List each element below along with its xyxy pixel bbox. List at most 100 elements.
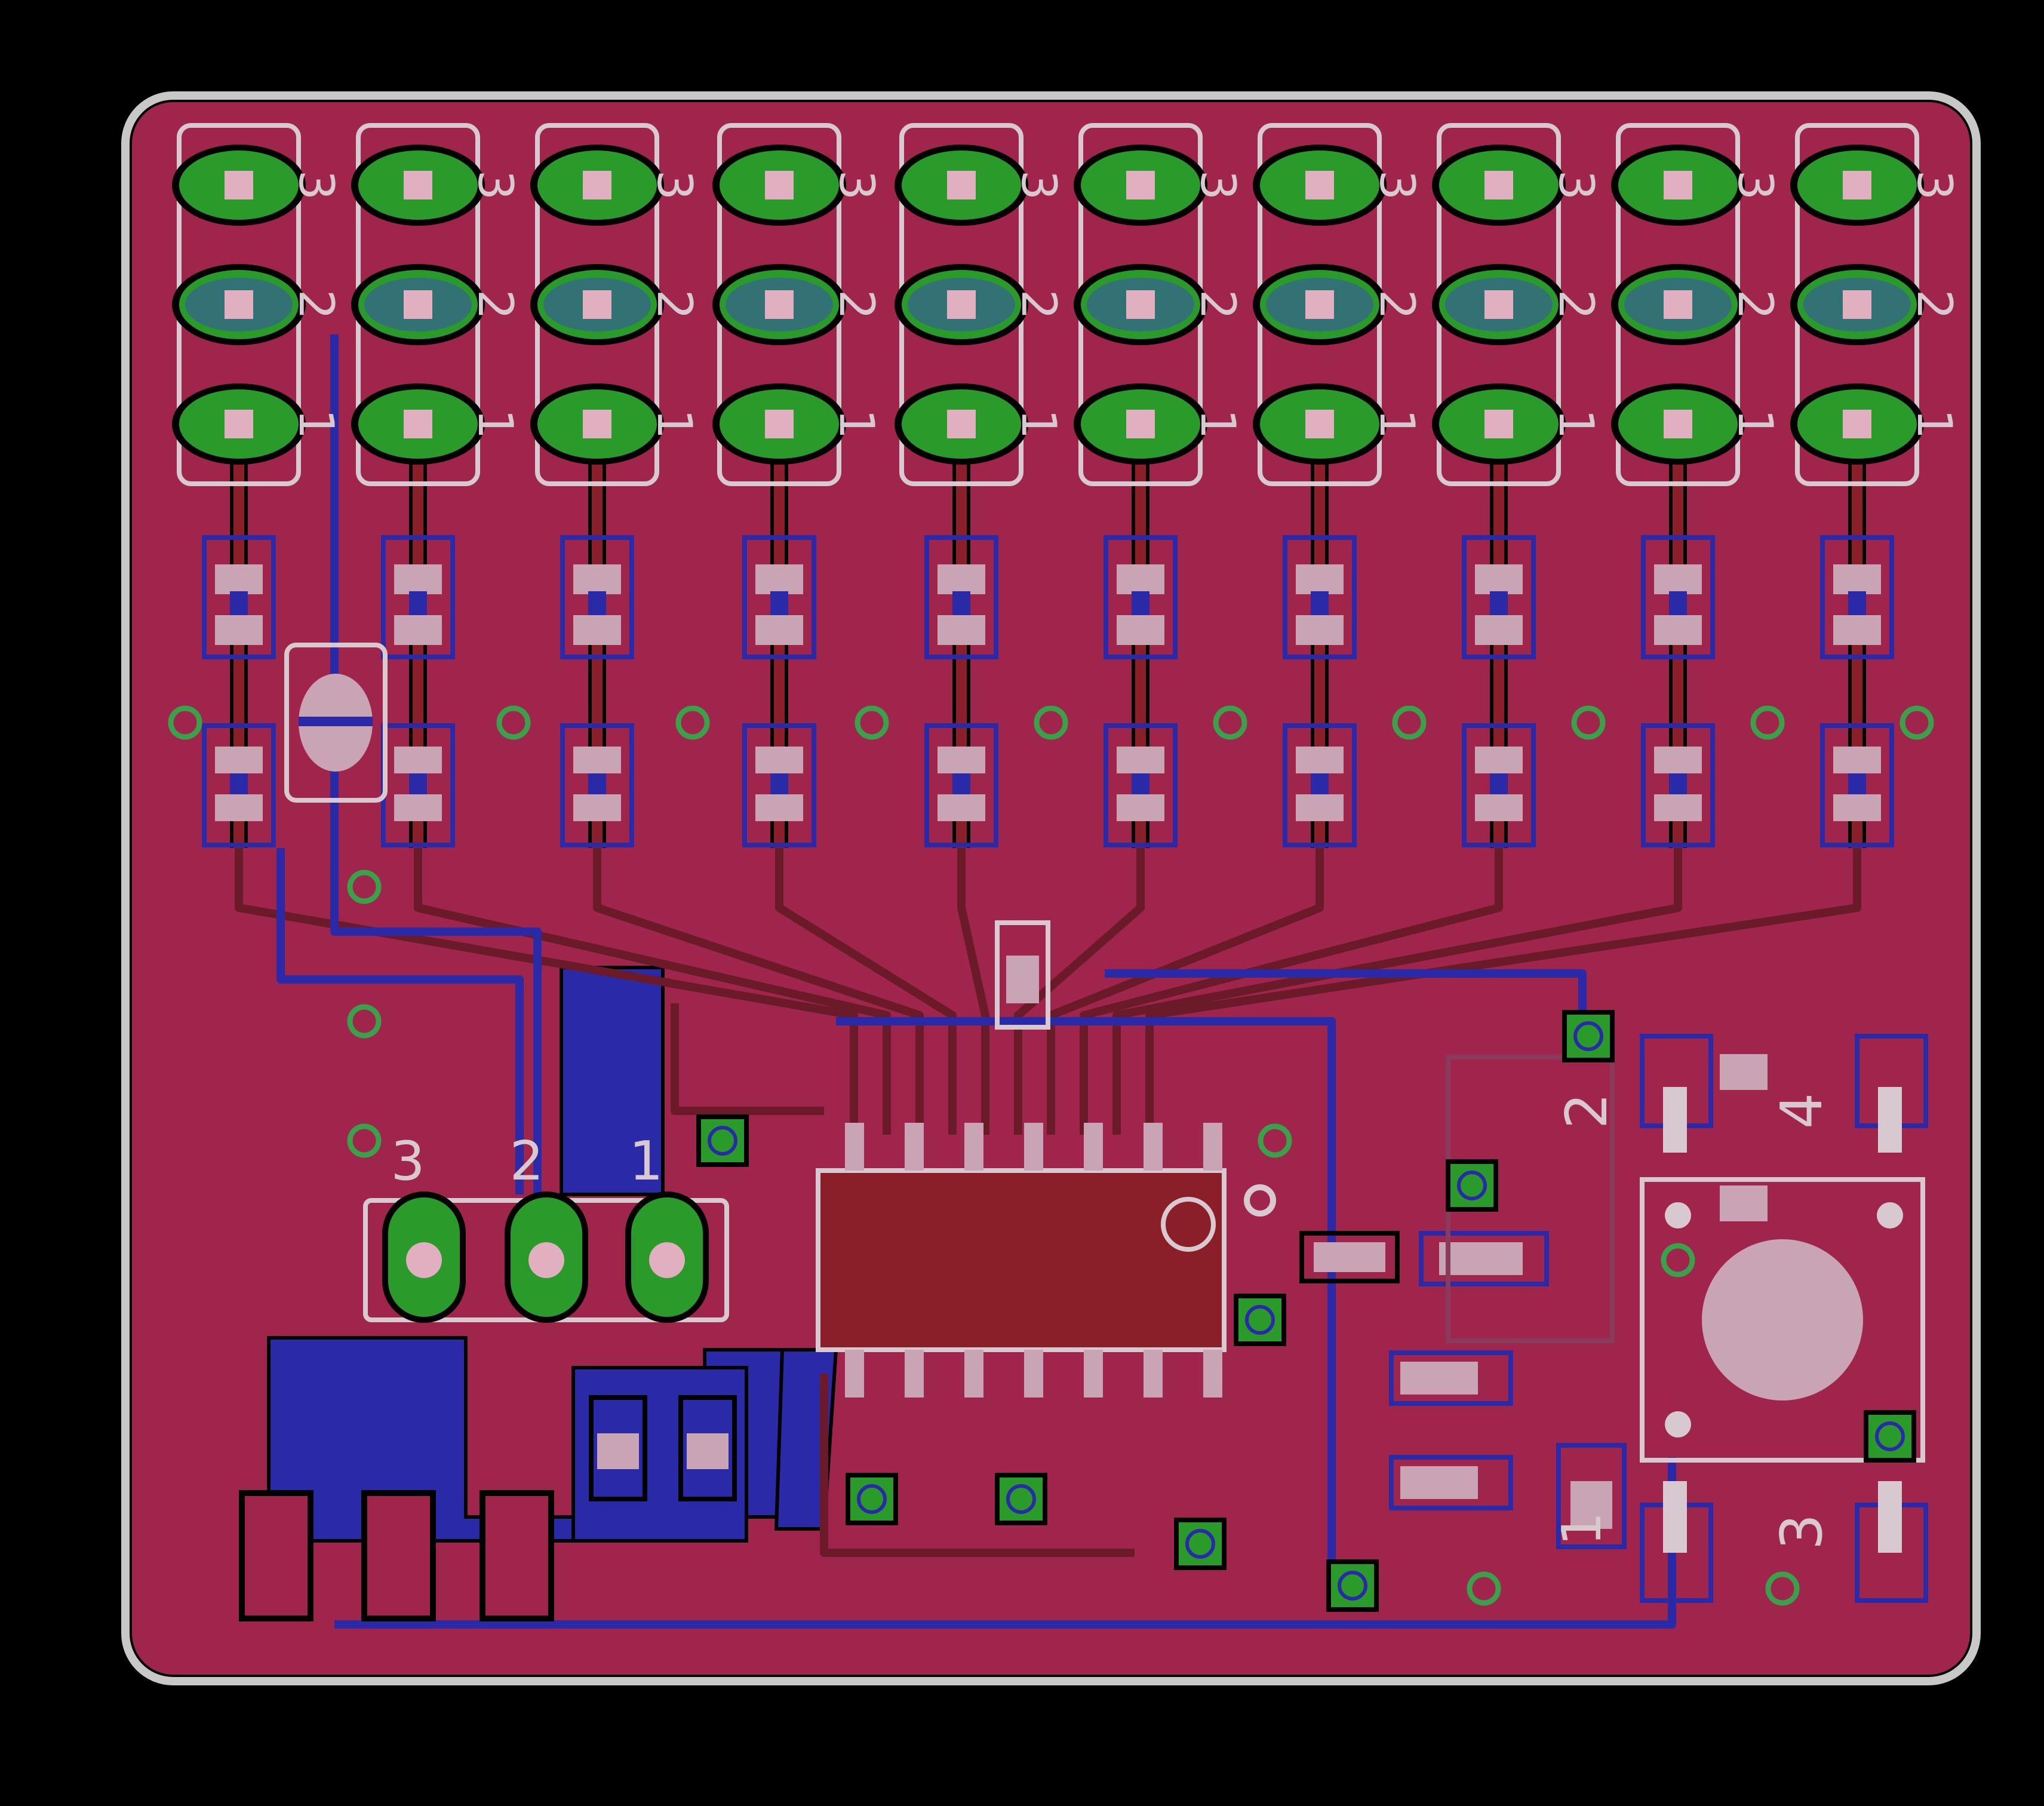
resistor-pad-bottom (1475, 615, 1523, 645)
resistor-pad-top (1296, 564, 1344, 594)
led-pad-bottom (938, 794, 985, 821)
resistor-body (1490, 591, 1508, 615)
led-outline (1283, 723, 1357, 847)
right-resistors (1299, 1231, 1627, 1549)
resistor-outline (924, 535, 998, 659)
resistor-outline (1104, 535, 1178, 659)
led-pad-top (1475, 747, 1523, 773)
pad-drill (1664, 290, 1692, 319)
ic-pin-top (964, 1123, 983, 1171)
pad-drill (1843, 290, 1871, 319)
led-body (1848, 773, 1866, 794)
fan-trace (775, 848, 957, 1135)
bottom-smd-pads (239, 1490, 554, 1621)
via (1661, 1243, 1695, 1277)
resistor-pad-top (1833, 564, 1881, 594)
resistor-pad-top (755, 564, 803, 594)
resistor-body (230, 591, 248, 615)
smd-column-8 (1462, 535, 1536, 847)
via (347, 1123, 382, 1158)
ic-pin-top (1024, 1123, 1043, 1171)
led-outline (1641, 723, 1715, 847)
led-outline (1104, 723, 1178, 847)
smd-column-5 (924, 535, 998, 847)
led-pad-bottom (1833, 794, 1881, 821)
via (675, 705, 710, 740)
pad-drill (1843, 171, 1871, 199)
fan-trace (414, 848, 891, 1135)
resistor-outline (742, 535, 816, 659)
resistor-pad-bottom (938, 615, 985, 645)
resistor-body (770, 591, 788, 615)
square-test-pads (696, 1010, 1916, 1612)
resistor-pad-top (1475, 564, 1523, 594)
led-pad-top (573, 747, 621, 773)
pad-drill (583, 171, 611, 199)
resistor-pad-top (573, 564, 621, 594)
resistor-body (1848, 591, 1866, 615)
header-pin-label: 2 (647, 290, 702, 320)
smd-column-6 (1104, 535, 1178, 847)
resistor-outline (1641, 535, 1715, 659)
smd-column-4 (742, 535, 816, 847)
header-pin-label: 3 (1907, 170, 1962, 201)
header-pin-label: 2 (288, 290, 344, 320)
pad-drill (1305, 290, 1334, 319)
pad-drill (1305, 410, 1334, 438)
led-pad-top (1654, 747, 1702, 773)
via (1213, 705, 1247, 740)
header-pin-label: 2 (1907, 290, 1962, 320)
tssop-ic (816, 1123, 1276, 1398)
led-body (588, 773, 606, 794)
via (1571, 705, 1606, 740)
connector-label-2: 2 (509, 1130, 543, 1193)
bottom-trace (836, 1017, 1336, 1577)
resistor-pad-top (394, 564, 442, 594)
via (1034, 705, 1068, 740)
pad-drill (404, 410, 432, 438)
resistor-pad-bottom (1296, 615, 1344, 645)
top-trace (671, 1003, 824, 1115)
led-outline (202, 723, 276, 847)
header-pin-label: 3 (1728, 170, 1783, 201)
pad-drill (1664, 171, 1692, 199)
header-column-5: 321 (895, 123, 1066, 486)
header-pin-label: 1 (647, 409, 702, 440)
pad-drill (583, 410, 611, 438)
header-pin-label: 3 (1369, 170, 1425, 201)
ic-pin-top (1203, 1123, 1222, 1171)
led-pad-bottom (394, 794, 442, 821)
header-column-4: 321 (712, 123, 884, 486)
pad-drill (225, 171, 253, 199)
top-trace (820, 1374, 1135, 1557)
resistor-outline (1283, 535, 1357, 659)
led-pad-bottom (1475, 794, 1523, 821)
smd-column-1 (202, 535, 276, 847)
resistor-r-center (995, 920, 1050, 1030)
fan-trace (235, 848, 858, 1135)
pad-drill (1126, 171, 1155, 199)
header-column-9: 321 (1611, 123, 1783, 486)
header-pin-label: 3 (468, 170, 523, 201)
header-pin-label: 2 (1369, 290, 1425, 320)
led-outline (742, 723, 816, 847)
fan-trace (1080, 848, 1503, 1135)
header-pin-label: 3 (1548, 170, 1604, 201)
pad-drill (583, 290, 611, 319)
pad-drill (1126, 290, 1155, 319)
led-outline (560, 723, 634, 847)
via (855, 705, 889, 740)
tactile-switch-icon[interactable]: 4 3 1 (1551, 1034, 1928, 1603)
ic-pin-bottom (845, 1350, 864, 1398)
fan-trace (1145, 848, 1861, 1135)
resistor-pad-top (1654, 564, 1702, 594)
pad-drill (225, 290, 253, 319)
resistor-pad-bottom (215, 615, 263, 645)
header-pin-label: 3 (647, 170, 702, 201)
bottom-trace (276, 848, 524, 1194)
switch-label-4: 4 (1769, 1093, 1835, 1129)
pad-drill (947, 410, 976, 438)
crystal-label: 2 (1554, 1093, 1620, 1129)
via-rings (168, 705, 1934, 1606)
